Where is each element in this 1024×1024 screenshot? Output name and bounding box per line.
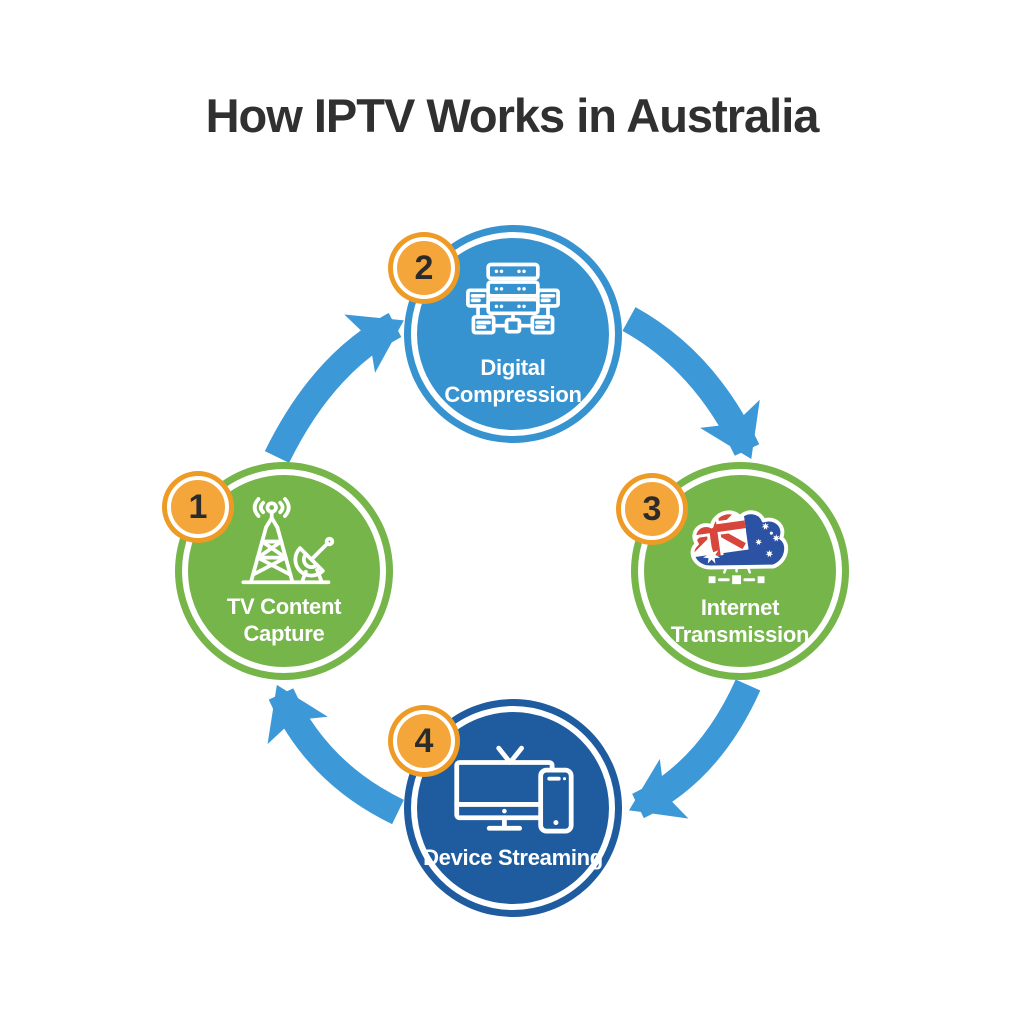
step-circle-internet-transmission: Internet Transmission	[638, 469, 842, 673]
step-label-device-streaming: Device Streaming	[423, 844, 603, 870]
step-number-badge-3: 3	[621, 478, 683, 540]
step-label-digital-compression: Digital Compression	[444, 355, 582, 407]
step-number-badge-1: 1	[167, 476, 229, 538]
server-network-icon	[466, 262, 560, 335]
page-title: How IPTV Works in Australia	[205, 89, 820, 142]
arrow-step1-to-step2	[264, 313, 404, 463]
australia-flag-cloud-icon	[690, 510, 789, 585]
step-number-badge-2: 2	[393, 237, 455, 299]
arrow-step3-to-step4	[628, 679, 761, 819]
broadcast-tower-satellite-icon	[241, 496, 335, 584]
step-label-tv-content-capture: TV Content Capture	[226, 593, 342, 646]
step-number-4: 4	[414, 721, 434, 760]
step-number-badge-4: 4	[393, 710, 455, 772]
tv-phone-icon	[454, 745, 574, 834]
step-circle-device-streaming: Device Streaming	[411, 706, 615, 910]
step-number-2: 2	[414, 248, 434, 287]
step-label-internet-transmission: Internet Transmission	[670, 595, 810, 647]
arrow-step4-to-step1	[267, 684, 404, 825]
step-circle-digital-compression: Digital Compression	[411, 232, 615, 436]
step-number-3: 3	[642, 489, 662, 528]
step-number-1: 1	[188, 487, 208, 526]
arrow-step2-to-step3	[622, 307, 760, 460]
